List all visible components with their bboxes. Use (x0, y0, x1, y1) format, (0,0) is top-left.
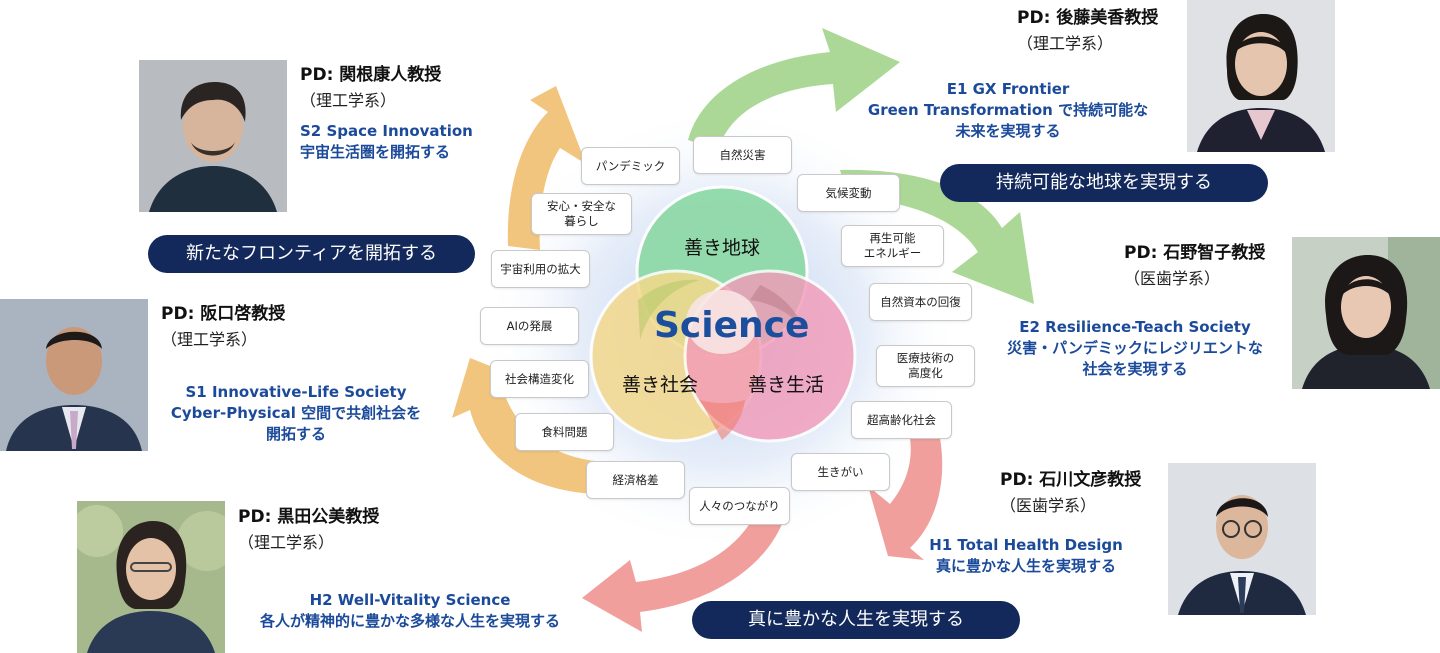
project-desc: 宇宙生活圏を開拓する (300, 143, 451, 161)
venn-label-life: 善き生活 (748, 374, 825, 396)
pd-sekine-project: S2 Space Innovation 宇宙生活圏を開拓する (300, 121, 473, 163)
pd-sakaguchi-name: PD: 阪口啓教授 (161, 304, 286, 324)
project-desc: 各人が精神的に豊かな多様な人生を実現する (259, 612, 560, 630)
tag-pandemic: パンデミック (581, 147, 680, 185)
arrow-green-right (840, 169, 1034, 304)
venn-label-society: 善き社会 (622, 374, 699, 396)
pd-sekine-name: PD: 関根康人教授 (300, 65, 442, 85)
tag-economic-gap: 経済格差 (586, 461, 685, 499)
venn-label-earth: 善き地球 (684, 237, 761, 259)
project-desc: 災害・パンデミックにレジリエントな (1007, 339, 1263, 357)
pd-sekine-dept: （理工学系） (300, 91, 397, 110)
tag-ai: AIの発展 (480, 307, 579, 345)
theme-frontier: 新たなフロンティアを開拓する (148, 235, 475, 273)
project-desc: Green Transformation で持続可能な (867, 101, 1149, 119)
pd-ishikawa-name: PD: 石川文彦教授 (1000, 470, 1142, 490)
pd-kuroda-dept: （理工学系） (238, 533, 335, 552)
photo-sakaguchi (0, 299, 148, 451)
project-code: H2 Well-Vitality Science (309, 591, 511, 609)
pd-goto-project: E1 GX Frontier Green Transformation で持続可… (850, 79, 1166, 142)
venn-overlap-earth-life (750, 285, 805, 330)
arrow-orange-upper (507, 86, 586, 250)
venn-overlap-earth-society (638, 279, 700, 340)
project-code: S1 Innovative-Life Society (185, 383, 407, 401)
tag-food: 食料問題 (515, 413, 614, 451)
arrow-green-top (688, 28, 900, 150)
pd-sakaguchi-dept: （理工学系） (161, 330, 258, 349)
project-desc: 社会を実現する (1082, 360, 1188, 378)
photo-ishikawa (1168, 463, 1316, 615)
project-desc: 開拓する (265, 425, 326, 443)
pd-ishino-name: PD: 石野智子教授 (1124, 243, 1266, 263)
pd-ishino-dept: （医歯学系） (1124, 269, 1221, 288)
project-code: S2 Space Innovation (300, 122, 473, 140)
arrow-red-right (868, 420, 943, 560)
pd-kuroda-name: PD: 黒田公美教授 (238, 507, 380, 527)
project-desc: Cyber-Physical 空間で共創社会を (170, 404, 422, 422)
arrow-red-bottom (582, 520, 782, 632)
pd-sakaguchi-project: S1 Innovative-Life Society Cyber-Physica… (150, 382, 442, 445)
project-desc: 未来を実現する (955, 122, 1061, 140)
project-code: H1 Total Health Design (929, 536, 1123, 554)
tag-natural-disaster: 自然災害 (693, 136, 792, 174)
photo-sekine (139, 60, 287, 212)
project-desc: 真に豊かな人生を実現する (935, 557, 1116, 575)
photo-kuroda (77, 501, 225, 653)
tag-safe-living: 安心・安全な 暮らし (531, 193, 632, 235)
tag-purpose: 生きがい (791, 453, 890, 491)
pd-ishino-project: E2 Resilience-Teach Society 災害・パンデミックにレジ… (980, 317, 1290, 380)
tag-space-use: 宇宙利用の拡大 (491, 250, 590, 288)
theme-earth: 持続可能な地球を実現する (940, 164, 1268, 202)
tag-renewable: 再生可能 エネルギー (841, 225, 944, 267)
pd-goto-dept: （理工学系） (1017, 34, 1114, 53)
project-code: E2 Resilience-Teach Society (1019, 318, 1251, 336)
tag-medical-tech: 医療技術の 高度化 (876, 345, 975, 387)
photo-goto (1187, 0, 1335, 152)
science-title: Science (654, 305, 810, 346)
pd-ishikawa-project: H1 Total Health Design 真に豊かな人生を実現する (915, 535, 1137, 577)
tag-aging: 超高齢化社会 (851, 401, 952, 439)
tag-connections: 人々のつながり (689, 487, 790, 525)
venn-center-overlap (686, 290, 758, 354)
tag-climate-change: 気候変動 (797, 174, 900, 212)
pd-goto-name: PD: 後藤美香教授 (1017, 8, 1159, 28)
tag-natural-capital: 自然資本の回復 (869, 283, 972, 321)
tag-social-structure: 社会構造変化 (490, 360, 589, 398)
project-code: E1 GX Frontier (946, 80, 1070, 98)
venn-overlap-society-life (700, 400, 745, 440)
photo-ishino (1292, 237, 1440, 389)
pd-kuroda-project: H2 Well-Vitality Science 各人が精神的に豊かな多様な人生… (228, 590, 592, 632)
theme-life: 真に豊かな人生を実現する (692, 601, 1020, 639)
pd-ishikawa-dept: （医歯学系） (1000, 496, 1097, 515)
